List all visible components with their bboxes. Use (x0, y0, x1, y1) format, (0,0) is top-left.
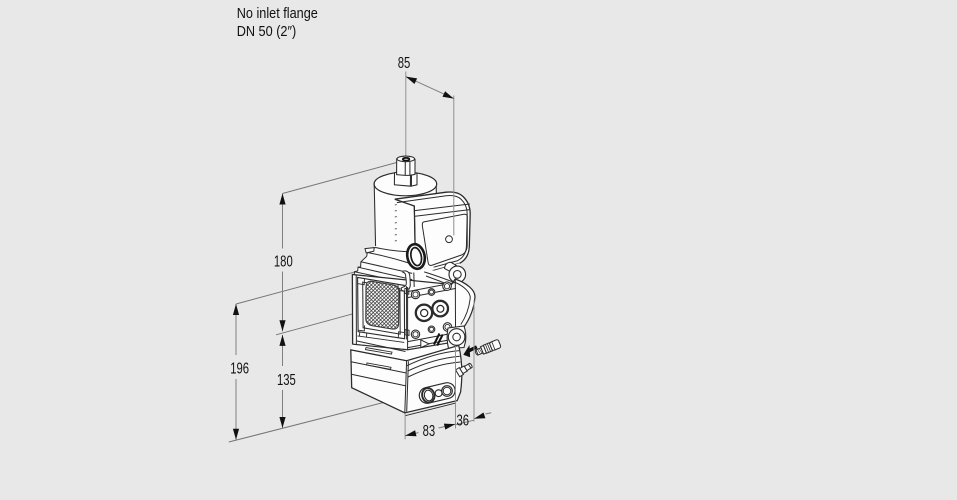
svg-text:DN 50 (2″): DN 50 (2″) (237, 23, 297, 39)
svg-text:83: 83 (423, 422, 436, 439)
svg-text:180: 180 (274, 253, 293, 270)
svg-text:135: 135 (277, 371, 296, 388)
svg-text:196: 196 (230, 359, 249, 376)
svg-text:85: 85 (398, 54, 411, 71)
svg-text:36: 36 (457, 412, 470, 429)
svg-text:No inlet flange: No inlet flange (237, 5, 318, 21)
